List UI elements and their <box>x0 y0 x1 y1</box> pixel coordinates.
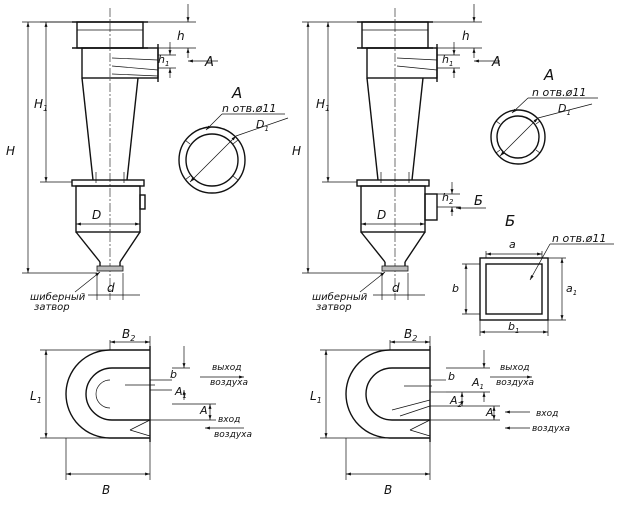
label-D: D <box>92 208 101 222</box>
label-b-left: b <box>170 368 177 381</box>
label-L1-right: L1 <box>310 389 322 405</box>
label-air-out-left-2: воздуха <box>210 378 248 388</box>
right-view-a <box>490 97 598 165</box>
label-A1-left: A1 <box>174 385 187 400</box>
label-a: a <box>509 238 516 251</box>
label-B2-right: B2 <box>404 327 417 343</box>
label-B-right: B <box>384 483 392 497</box>
label-air-out-left-1: выход <box>212 363 241 373</box>
label-gate-1: шиберный <box>30 291 86 303</box>
label-D-right: D <box>377 208 386 222</box>
label-d: d <box>107 281 115 295</box>
right-plan-dimensions <box>320 336 532 480</box>
right-cyclone-elevation <box>356 8 438 300</box>
label-A-view-right: A <box>491 55 501 70</box>
label-H-right: H <box>292 144 301 158</box>
label-B-left: B <box>102 483 110 497</box>
label-B-cyr-view: Б <box>474 194 483 209</box>
right-dimensions <box>302 4 500 300</box>
label-A-view: A <box>204 55 214 70</box>
label-air-in-left-1: вход <box>218 415 240 425</box>
left-plan-dimensions <box>40 336 244 480</box>
label-A-plan-right: A <box>485 406 494 419</box>
label-gate-right-1: шиберный <box>312 291 368 303</box>
label-D1-left: D1 <box>256 118 269 133</box>
label-d-right: d <box>392 281 400 295</box>
label-B-cyr-title: Б <box>505 212 515 230</box>
label-holes-left: n отв.ø11 <box>222 102 276 115</box>
label-gate-2: затвор <box>34 302 70 313</box>
left-dimensions <box>22 4 218 300</box>
label-h1: h1 <box>158 53 169 68</box>
label-h1-right: h1 <box>442 53 453 68</box>
label-holes-b: n отв.ø11 <box>552 232 606 245</box>
label-A1-right: A1 <box>471 376 484 391</box>
left-view-a <box>178 113 289 194</box>
label-L1-left: L1 <box>30 389 42 405</box>
label-air-in-left-2: воздуха <box>214 430 252 440</box>
label-A-title-right: A <box>543 66 554 84</box>
label-b1: b1 <box>508 320 519 335</box>
label-A-plan-left: A <box>199 404 208 417</box>
label-D1-right: D1 <box>558 102 571 117</box>
label-b-flange: b <box>452 282 459 295</box>
label-A2-right: A2 <box>449 394 463 409</box>
label-air-out-right-2: воздуха <box>496 378 534 388</box>
label-gate-right-2: затвор <box>316 302 352 313</box>
view-b-flange <box>462 243 614 336</box>
left-plan <box>65 346 172 442</box>
label-A-title: A <box>231 84 242 102</box>
label-B2-left: B2 <box>122 327 135 343</box>
label-h: h <box>177 29 185 43</box>
label-air-out-right-1: выход <box>500 363 529 373</box>
label-a1: a1 <box>566 282 577 297</box>
label-h-right: h <box>462 29 470 43</box>
label-air-in-right-1: вход <box>536 409 558 419</box>
label-h2-right: h2 <box>442 191 454 206</box>
label-H1: H1 <box>34 97 48 113</box>
left-cyclone-elevation <box>71 8 159 300</box>
right-plan <box>345 346 446 442</box>
label-air-in-right-2: воздуха <box>532 424 570 434</box>
label-b-right: b <box>448 370 455 383</box>
label-holes-right: n отв.ø11 <box>532 86 586 99</box>
label-H1-right: H1 <box>316 97 330 113</box>
label-H: H <box>6 144 15 158</box>
